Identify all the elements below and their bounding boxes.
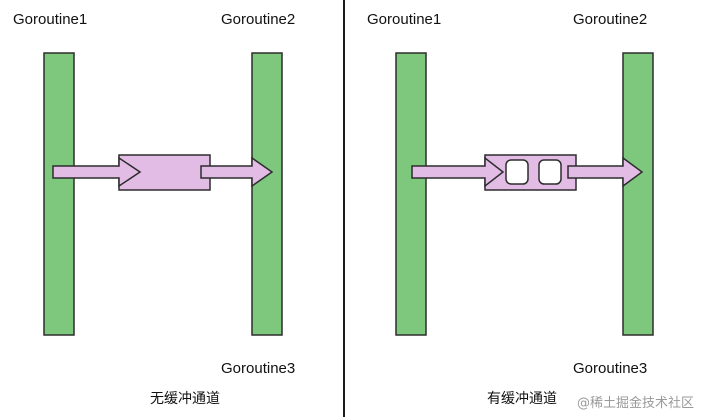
goroutine3-label: Goroutine3 [573, 360, 648, 377]
goroutine2-bar [251, 52, 283, 336]
receive-arrow [567, 156, 644, 188]
panel-divider [343, 0, 345, 417]
buffer-slot-1 [505, 159, 529, 185]
goroutine2-label: Goroutine2 [221, 11, 296, 28]
buffer-slot-2 [538, 159, 562, 185]
goroutine1-bar [395, 52, 427, 336]
goroutine2-bar [622, 52, 654, 336]
goroutine1-bar [43, 52, 75, 336]
site-watermark: @稀土掘金技术社区 [576, 396, 694, 411]
unbuffered-diagram [43, 52, 283, 336]
unbuffered-channel-panel: Goroutine1 Goroutine2 Goroutine3 无缓冲通道 [0, 0, 344, 417]
buffered-channel-panel: Goroutine1 Goroutine2 Goroutine3 有缓冲通道 [346, 0, 702, 417]
send-arrow [411, 156, 505, 188]
buffered-diagram [395, 52, 654, 336]
goroutine3-label: Goroutine3 [221, 360, 296, 377]
goroutine1-label: Goroutine1 [13, 11, 88, 28]
send-arrow [52, 156, 142, 188]
goroutine2-label: Goroutine2 [573, 11, 648, 28]
receive-arrow [200, 156, 274, 188]
unbuffered-caption: 无缓冲通道 [150, 391, 220, 407]
buffered-caption: 有缓冲通道 [487, 391, 557, 407]
goroutine1-label: Goroutine1 [367, 11, 442, 28]
